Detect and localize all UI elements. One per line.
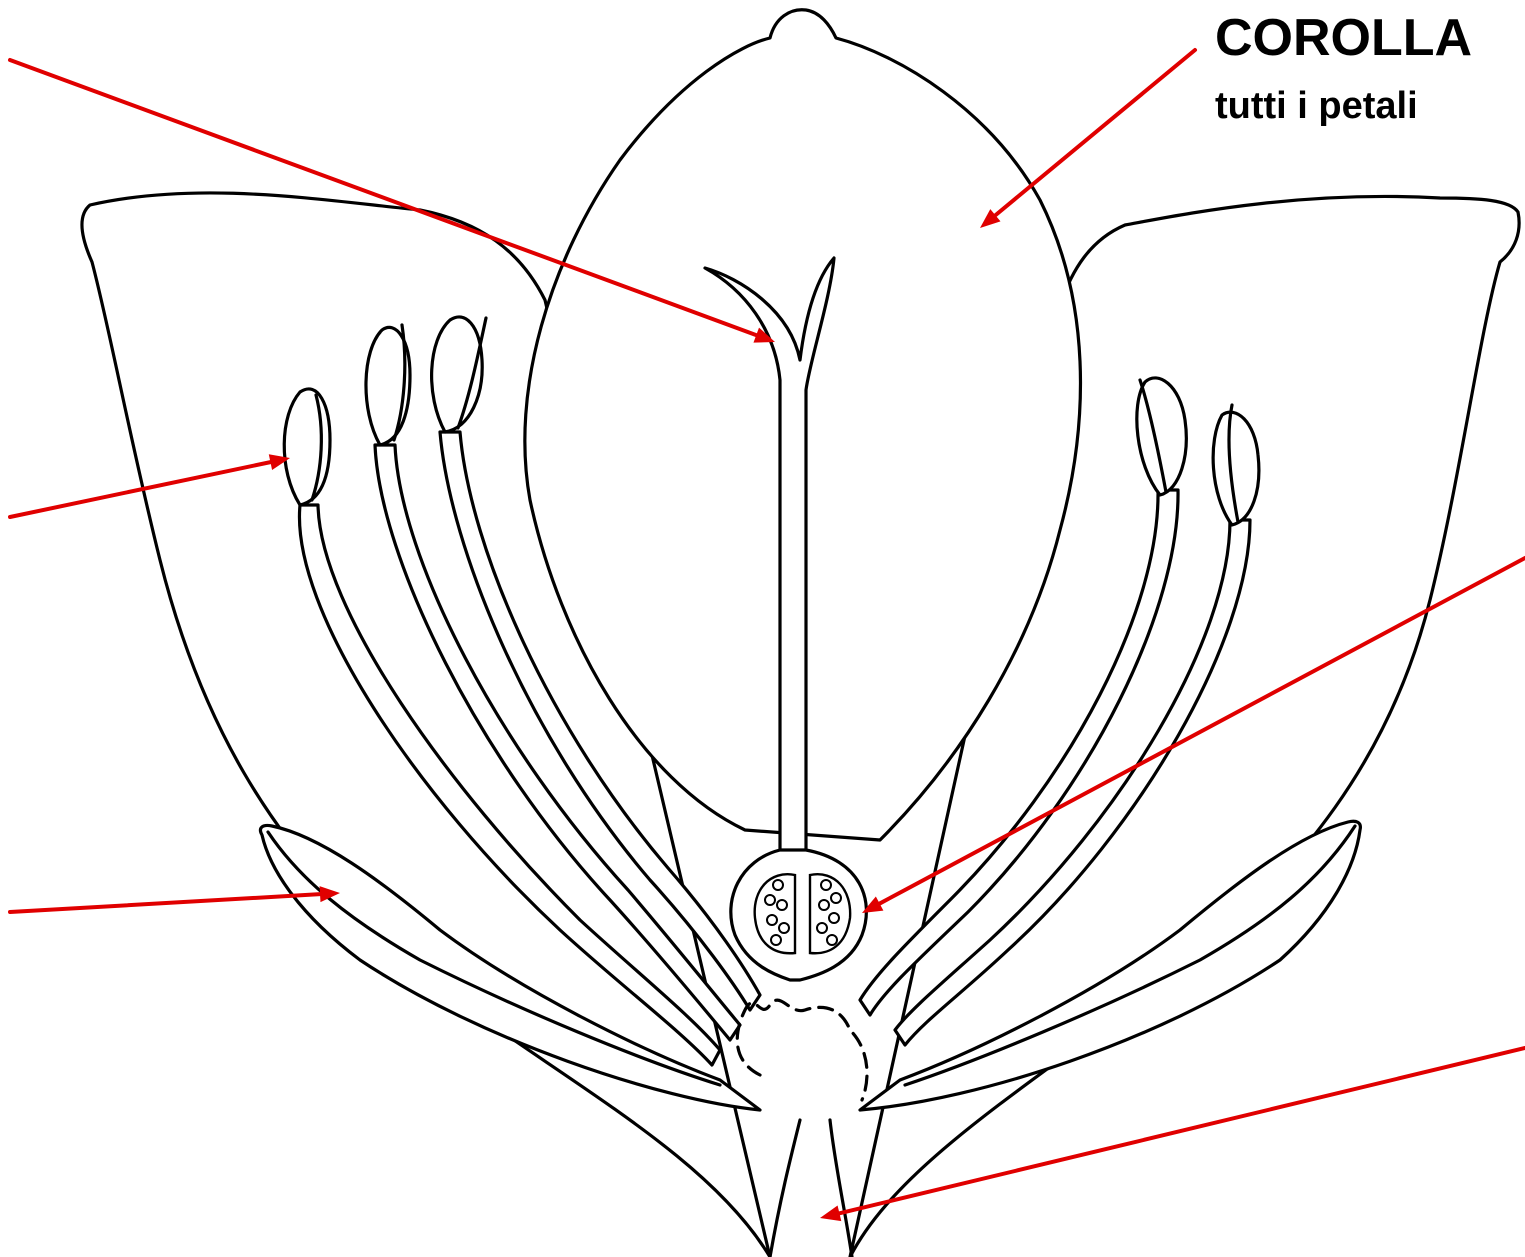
stem [770,1120,852,1257]
arrow-to-receptacle-head [820,1206,841,1222]
corolla-title: COROLLA [1215,9,1472,67]
arrow-to-sepal-shaft [10,894,320,912]
arrow-to-corolla-shaft [995,50,1195,215]
anther-left-1 [284,389,330,505]
receptacle [737,1000,867,1100]
arrow-to-corolla [980,50,1195,228]
corolla-subtitle: tutti i petali [1215,85,1418,127]
